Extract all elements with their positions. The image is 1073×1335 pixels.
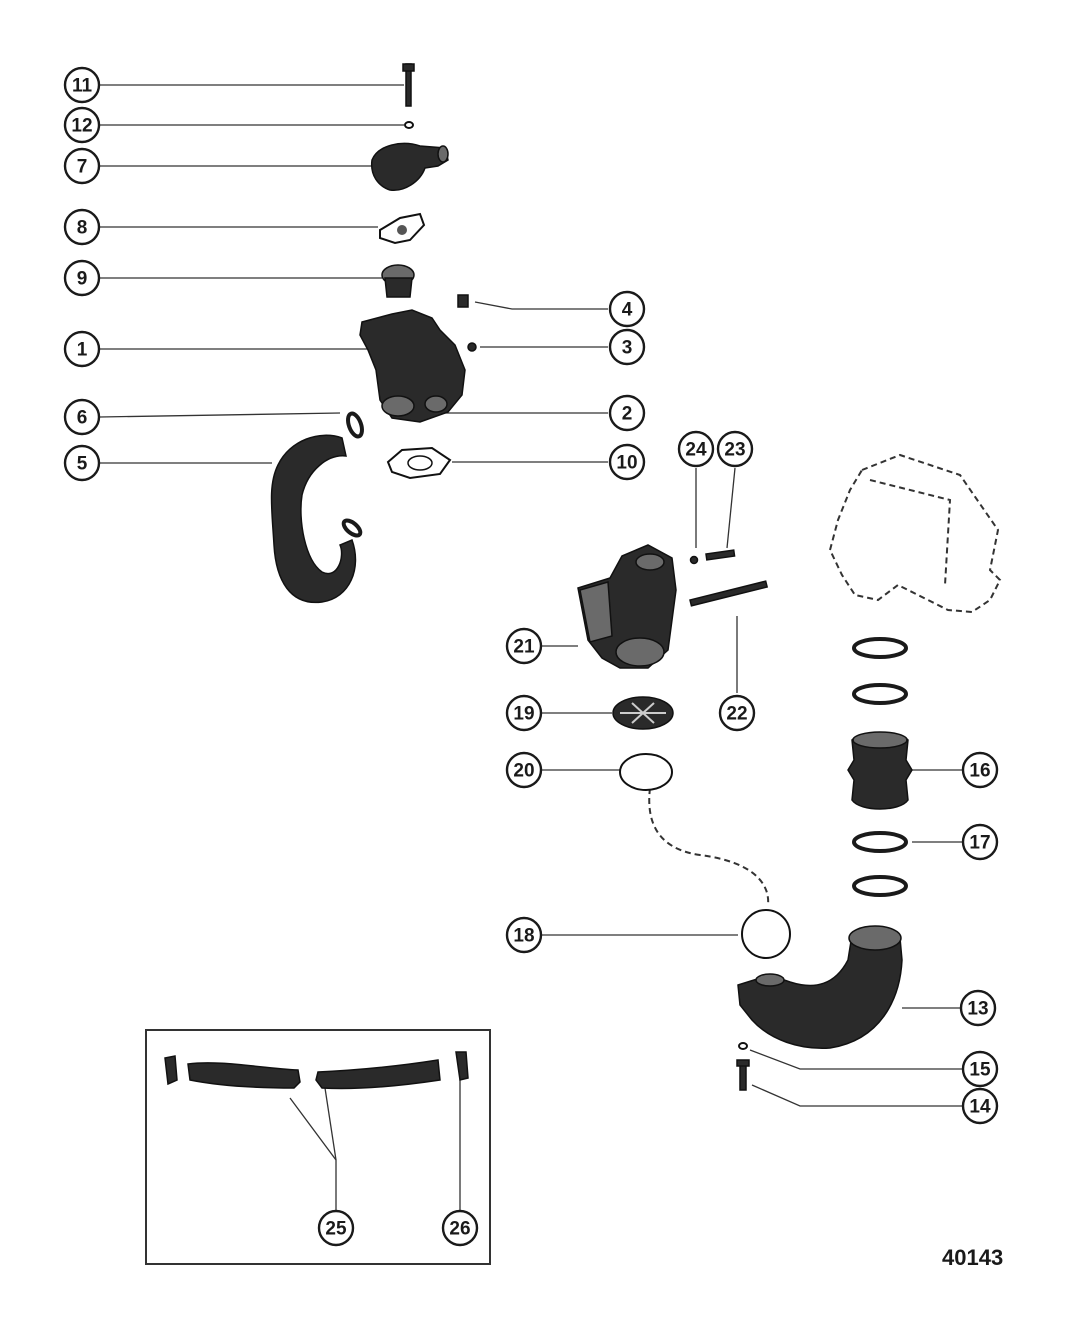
callout-17-label: 17 [969,833,990,854]
part-9-thermostat [381,264,415,298]
callout-19: 19 [505,694,543,732]
part-17-clamp-lower-2 [852,875,908,897]
callout-16-label: 16 [969,761,990,782]
part-18-disc [741,909,791,959]
callout-2: 2 [608,394,646,432]
part-4-plug [457,294,469,308]
part-22-rod [689,580,769,607]
part-25-hose-right [315,1059,441,1090]
inset-box [145,1029,491,1265]
callout-1: 1 [63,330,101,368]
callout-13: 13 [959,989,997,1027]
part-23-bolt [705,549,736,561]
figure-number: 40143 [942,1245,1003,1270]
part-26-clamp-right [455,1051,469,1081]
callout-9: 9 [63,259,101,297]
callout-14-label: 14 [969,1097,991,1118]
part-16-bellows [847,731,913,810]
callout-4: 4 [608,290,646,328]
callout-13-label: 13 [967,999,988,1020]
callout-10: 10 [608,443,646,481]
callout-8-label: 8 [77,218,88,239]
part-11-screw [402,63,415,107]
callout-12-label: 12 [71,116,92,137]
part-20-o-ring [619,753,673,791]
callout-25: 25 [317,1209,355,1247]
callout-26-label: 26 [449,1219,470,1240]
callout-9-label: 9 [77,269,88,290]
callout-1-label: 1 [77,340,88,361]
part-26-clamp-left [164,1055,178,1086]
part-17-clamp-upper-2 [852,683,908,705]
part-3-plug [467,342,477,352]
callout-3: 3 [608,328,646,366]
callout-15-label: 15 [969,1060,991,1081]
part-15-washer [738,1042,748,1050]
callout-8: 8 [63,208,101,246]
callout-5: 5 [63,444,101,482]
part-10-gasket [386,446,452,480]
callout-22: 22 [718,694,756,732]
part-14-bolt [736,1059,750,1091]
callout-7: 7 [63,147,101,185]
callout-14: 14 [961,1087,999,1125]
callout-18: 18 [505,916,543,954]
part-21-elbow [577,544,677,669]
part-17-clamp-upper-1 [852,637,908,659]
part-8-gasket [379,212,426,245]
callout-12: 12 [63,106,101,144]
callout-7-label: 7 [77,157,88,178]
callout-25-label: 25 [325,1219,347,1240]
callout-22-label: 22 [726,704,747,725]
callout-21: 21 [505,627,543,665]
callout-5-label: 5 [77,454,88,475]
part-19-shutter [612,696,674,730]
callout-21-label: 21 [513,637,535,658]
callout-16: 16 [961,751,999,789]
callout-20: 20 [505,751,543,789]
callout-24: 24 [677,430,715,468]
callout-23-label: 23 [724,440,745,461]
callout-6: 6 [63,398,101,436]
callout-18-label: 18 [513,926,534,947]
callout-6-label: 6 [77,408,88,429]
leader-lines [99,84,962,1210]
callout-17: 17 [961,823,999,861]
callout-11: 11 [63,66,101,104]
callout-10-label: 10 [616,453,637,474]
callout-3-label: 3 [622,338,633,359]
callout-15: 15 [961,1050,999,1088]
callout-11-label: 11 [72,76,93,97]
callout-2-label: 2 [622,404,633,425]
part-1-housing [359,309,466,423]
callout-4-label: 4 [622,300,633,321]
part-6-clamp [346,411,364,439]
callout-19-label: 19 [513,704,534,725]
part-17-clamp-lower-1 [852,831,908,853]
part-7-thermostat-housing [370,142,449,191]
part-24-washer [689,555,699,565]
part-25-hose-left [187,1062,301,1089]
callout-23: 23 [716,430,754,468]
callout-20-label: 20 [513,761,534,782]
part-5-hose [270,434,363,604]
callout-26: 26 [441,1209,479,1247]
callout-24-label: 24 [685,440,707,461]
ring-location-dashed-line [648,787,770,906]
part-12-washer [404,121,414,129]
part-13-exhaust-pipe [737,925,903,1049]
exhaust-manifold-phantom-outline [828,453,1002,614]
